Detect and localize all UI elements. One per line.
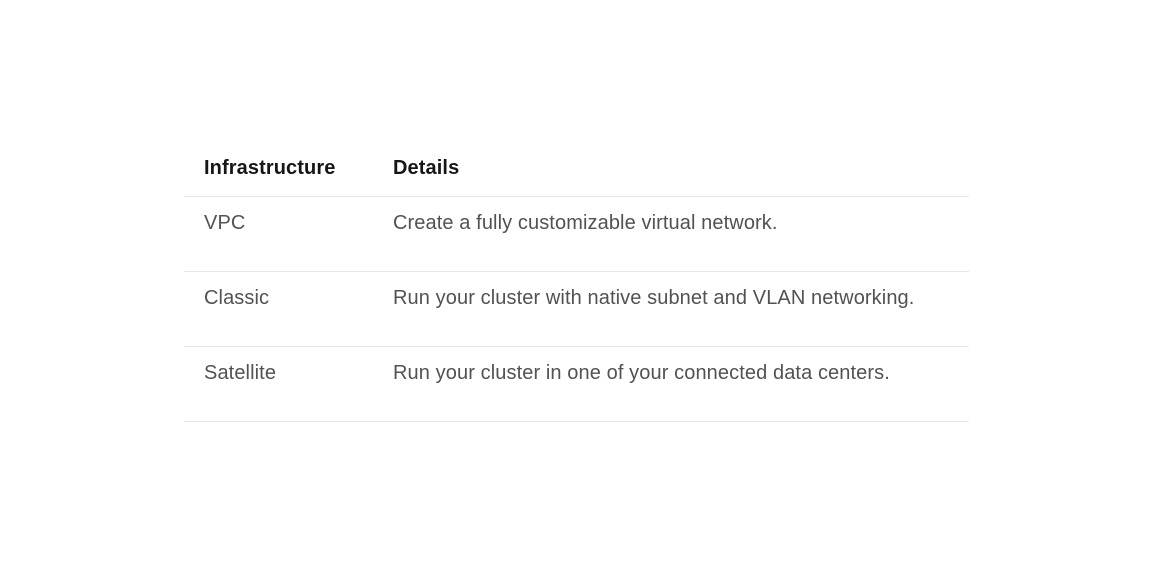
table-row-satellite: Satellite Run your cluster in one of you… [184, 347, 969, 422]
table-row-vpc: VPC Create a fully customizable virtual … [184, 197, 969, 272]
table-row-classic: Classic Run your cluster with native sub… [184, 272, 969, 347]
infrastructure-details: Run your cluster in one of your connecte… [393, 362, 890, 384]
infrastructure-name: Classic [204, 287, 270, 309]
table-header-row: Infrastructure Details [184, 143, 969, 197]
infrastructure-name: Satellite [204, 362, 277, 384]
column-header-infrastructure: Infrastructure [204, 157, 336, 179]
infrastructure-details: Run your cluster with native subnet and … [393, 287, 915, 309]
infrastructure-table: Infrastructure Details VPC Create a full… [184, 143, 969, 422]
infrastructure-name: VPC [204, 212, 246, 234]
infrastructure-details: Create a fully customizable virtual netw… [393, 212, 778, 234]
column-header-details: Details [393, 157, 460, 179]
